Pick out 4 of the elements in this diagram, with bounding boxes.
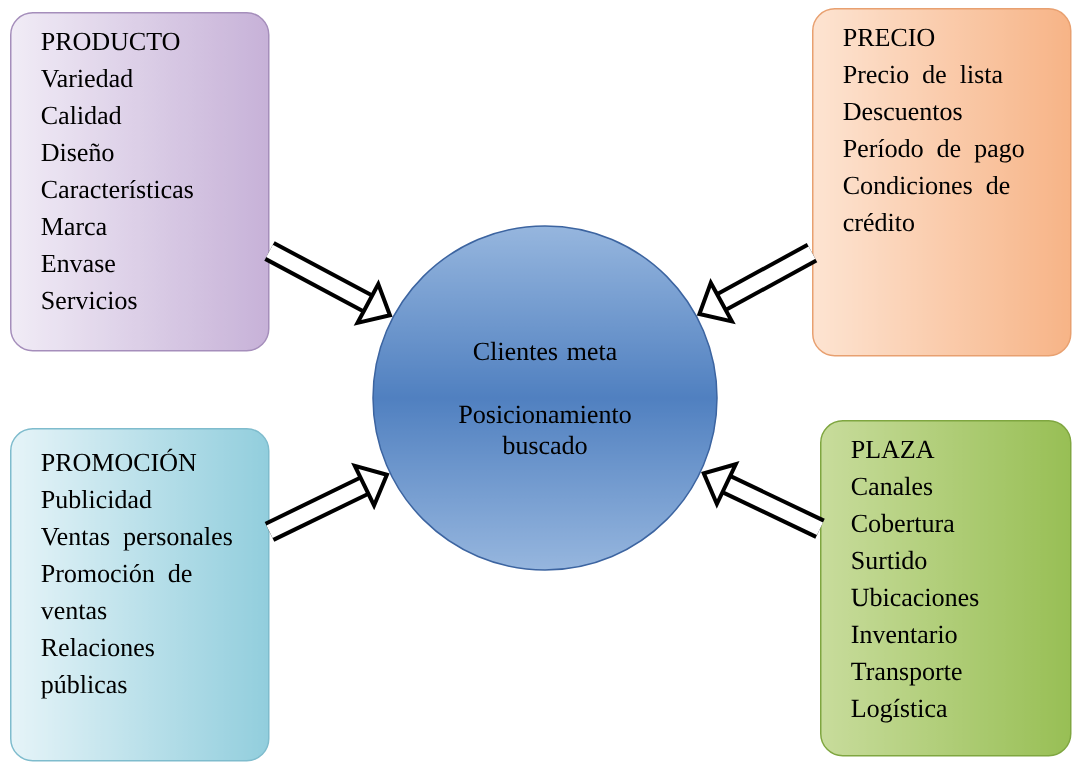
category-box: PRODUCTO Variedad Calidad Diseño Características Marca Envase Servicios <box>10 12 270 352</box>
category-box: PROMOCIÓN Publicidad Ventas personales Promoción de ventas Relaciones públicas <box>10 428 270 762</box>
category-box: PLAZA Canales Cobertura Surtido Ubicaciones Inventario Transporte Logística <box>820 420 1072 757</box>
category-box: PRECIO Precio de lista Descuentos Período de pago Condiciones de crédito <box>812 8 1072 357</box>
